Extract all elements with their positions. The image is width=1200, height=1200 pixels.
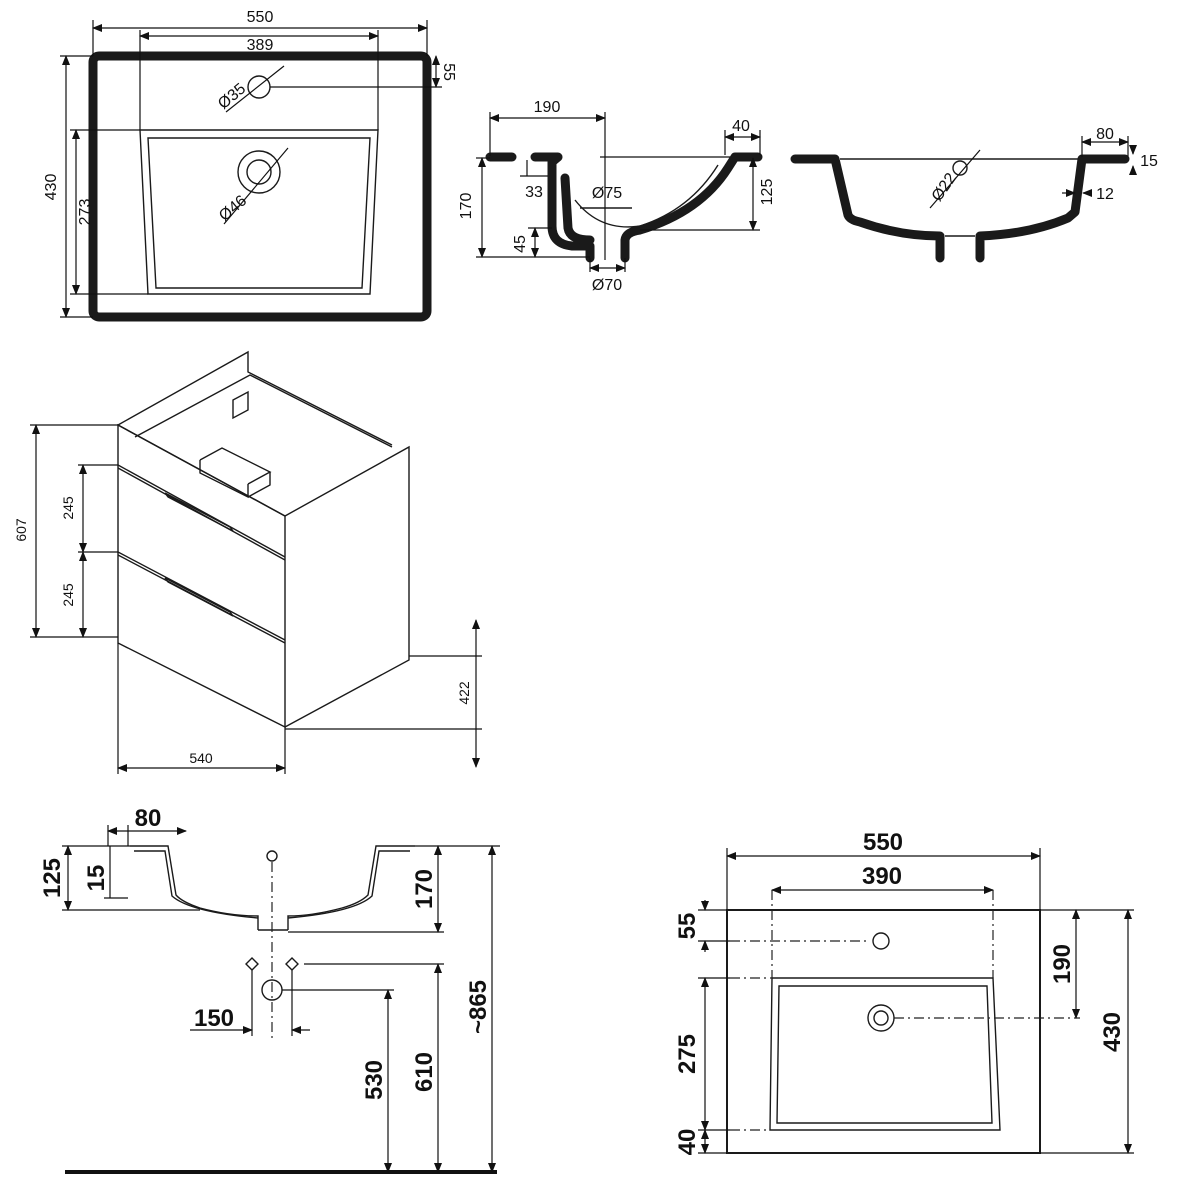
install-total-height-label: ~865 [465,980,492,1034]
bowl-depth-label: 273 [77,199,94,226]
cabinet-width-label: 540 [189,750,213,766]
inner-width-label: 389 [247,37,274,54]
side-section-view: 190 40 33 Ø75 170 125 45 Ø70 [458,99,776,294]
bowl-inner-outline [147,137,371,289]
front-wall-right [975,154,1130,263]
plan-front-margin-label: 40 [674,1129,701,1156]
side-rim-label: 40 [732,118,750,135]
side-wall-right [620,152,763,263]
front-wall-left [790,154,945,263]
side-height-label: 170 [458,193,475,220]
plan-width-label: 550 [863,829,903,856]
front-rim-thickness-label: 15 [1140,153,1158,170]
supply-left-icon [245,957,259,971]
tap-offset-label: 55 [440,63,457,81]
install-waste-height-label: 530 [361,1060,388,1100]
front-section-dimensions [929,136,1137,209]
plan-dims-view: 550 390 55 275 40 190 430 [674,829,1134,1155]
side-offset-label: 190 [534,99,561,116]
overflow-label: Ø22 [929,170,960,205]
plan-bowl-inner [776,985,993,1124]
plan-depth-label: 430 [1099,1012,1126,1052]
side-section-dimensions [476,112,761,272]
cabinet-view: 607 245 245 422 540 [13,350,482,774]
install-rim-label: 80 [135,805,162,832]
drawer-bottom-label: 245 [60,583,76,607]
top-plan-dimensions [60,20,442,318]
install-basin-right-inner [287,850,410,919]
front-rim-label: 80 [1096,126,1114,143]
plan-dims-dimensions [698,848,1134,1154]
cabinet-depth-label: 422 [456,681,472,705]
install-rim-thickness-label: 15 [83,865,110,892]
drawer-top-label: 245 [60,496,76,520]
plan-tap-offset-label: 55 [674,913,701,940]
side-wall-inner [560,173,595,245]
install-pipe-spacing-label: 150 [194,1005,234,1032]
tap-hole-label: Ø35 [215,80,249,113]
install-supply-height-label: 610 [411,1052,438,1092]
plan-bowl-depth-label: 275 [674,1034,701,1074]
supply-right-icon [285,957,299,971]
cabinet-body [117,350,410,729]
plan-inner-width-label: 390 [862,863,902,890]
plan-drain-offset-label: 190 [1049,944,1076,984]
install-depth-label: 170 [411,869,438,909]
side-outlet-top-label: Ø75 [592,185,622,202]
plan-basin-outline [726,909,1041,1154]
drain-hole-label: Ø46 [216,192,250,225]
width-label: 550 [247,9,274,26]
install-bowl-label: 125 [39,858,66,898]
side-outlet-label: Ø70 [592,277,622,294]
install-basin-left-inner [134,850,259,919]
front-section-view: 80 15 Ø22 12 [790,126,1158,263]
overflow-hole-icon [952,160,968,176]
side-outlet-height-label: 45 [512,235,529,253]
basin-outline [88,51,432,322]
install-basin-right [287,845,415,930]
side-bowl-height-label: 125 [759,179,776,206]
depth-label: 430 [43,174,60,201]
plan-tap-hole-icon [872,932,890,950]
install-basin-left [130,845,259,930]
bowl-outline [139,129,379,295]
drain-inner-icon [246,159,272,185]
cabinet-height-label: 607 [13,518,29,542]
cabinet-dimensions [30,424,482,774]
side-drop-label: 33 [525,184,543,201]
plan-bowl-outline [769,977,1001,1131]
top-plan-view: 550 389 430 273 55 Ø35 Ø46 [43,9,457,322]
install-tap-hole-icon [266,850,278,862]
installation-dimensions [62,825,500,1173]
side-bowl-curve [574,164,719,228]
plan-drain-inner-icon [873,1010,889,1026]
side-wall-outer [530,152,595,263]
plan-drain-icon [867,1004,895,1032]
installation-view: 80 125 15 170 ~865 150 530 610 [39,805,500,1174]
drain-hole-icon [237,150,281,194]
front-wall-label: 12 [1096,186,1114,203]
